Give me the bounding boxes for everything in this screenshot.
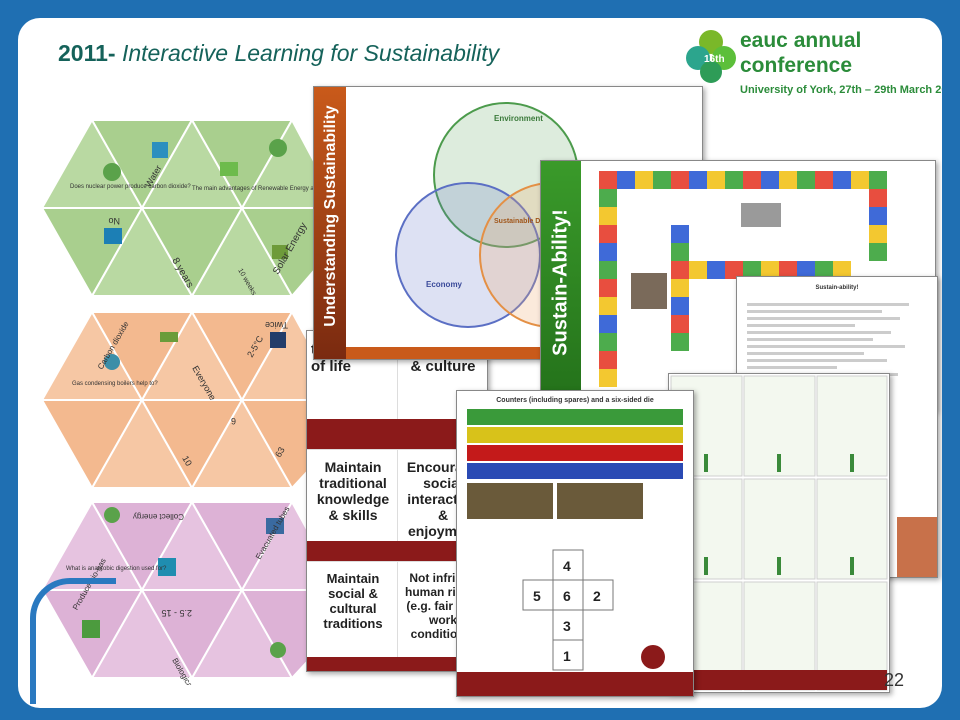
die-label-3: 3 [563,618,571,634]
globe2-icon [270,642,286,658]
clover-logo-icon: 16th [686,30,736,83]
bulb-icon [103,163,121,181]
die-face-5 [522,579,554,611]
page-number: 22 [884,670,905,690]
die-label-2: 2 [593,588,601,604]
red-cards-panel: the quality of life for society & cultur… [306,330,488,672]
landfill-image [631,273,667,309]
panel-b-heading: Sustain-Ability! [549,209,572,356]
die-face-1 [552,639,584,671]
die-label-5: 5 [533,588,541,604]
panel-c-heading: Sustain-ability! [815,285,859,291]
logo-line1: eauc annual [740,29,862,52]
logo-subtitle: University of York, 27th – 29th March 20… [740,84,942,96]
die-face-3 [552,609,584,641]
tri-green-3: No [108,216,120,226]
tree-icon [82,620,100,638]
tri-pink-3: 2.5 - 15 [161,608,192,618]
tri-orange-6: 10 [180,454,194,468]
card-traditional-knowledge: Maintain traditional knowledge & skills [316,459,390,523]
die-face-2 [582,579,614,611]
lightbulb-icon [641,645,665,669]
venn-environment-label: Environment [494,114,543,123]
triangle-puzzle-grid: Water Does nuclear power produce carbon … [40,100,333,704]
die-face-4 [552,549,584,581]
panel-a-heading: Understanding Sustainability [322,105,339,327]
doc-footer-block [897,517,937,577]
board-game-grid [599,171,887,391]
counters-svg: 4 5 6 2 3 1 [467,409,683,671]
logo-badge: 16th [704,54,725,65]
venn-center-label: Sustainable Development [494,218,580,225]
die-label-1: 1 [563,648,571,664]
slide: 2011- Interactive Learning for Sustainab… [18,18,942,708]
decorative-arc [30,578,116,704]
quiz-card-grid [670,375,888,691]
panel-icon [220,162,238,176]
slide-title: 2011- Interactive Learning for Sustainab… [58,40,499,67]
tri-pink-2: What is anaerobic digestion used for? [66,566,167,572]
title-text: Interactive Learning for Sustainability [121,40,500,66]
tri-green-2: The main advantages of Renewable Energy … [192,186,320,192]
die-label-6: 6 [563,588,571,604]
tri-green-1: Does nuclear power produce carbon dioxid… [70,184,191,190]
triangle-puzzle-svg: Water Does nuclear power produce carbon … [40,117,333,704]
tri-orange-4: Gas condensing boilers help to? [72,381,158,387]
factory-image [741,203,781,227]
night-icon [270,332,286,348]
die-label-4: 4 [563,558,571,574]
logo-small-icon [160,332,178,342]
tri-pink-0: Collect energy [133,512,184,521]
grass-icon [272,245,288,259]
panel-e-heading: Counters (including spares) and a six-si… [496,397,654,404]
solar-icon [266,518,284,534]
card-cultural-traditions: Maintain social & cultural traditions [323,571,383,631]
conference-logo: 16th eauc annual conference University o… [680,24,942,104]
title-year: 2011- [58,40,116,66]
flame-icon [104,354,120,370]
venn-economy-label: Economy [426,280,463,289]
tri-orange-5: 6 [231,416,236,426]
plant-icon [104,507,120,523]
logo-line2: conference [740,54,853,77]
globe-icon [269,139,287,157]
tri-orange-0: Twice [265,320,288,330]
quiz-cards-panel [668,373,890,693]
tap-icon [152,142,168,158]
tri-orange-7: 63 [273,445,287,459]
tube-icon [158,558,176,576]
counters-die-panel: Counters (including spares) and a six-si… [456,390,694,697]
drop-icon [104,228,122,244]
